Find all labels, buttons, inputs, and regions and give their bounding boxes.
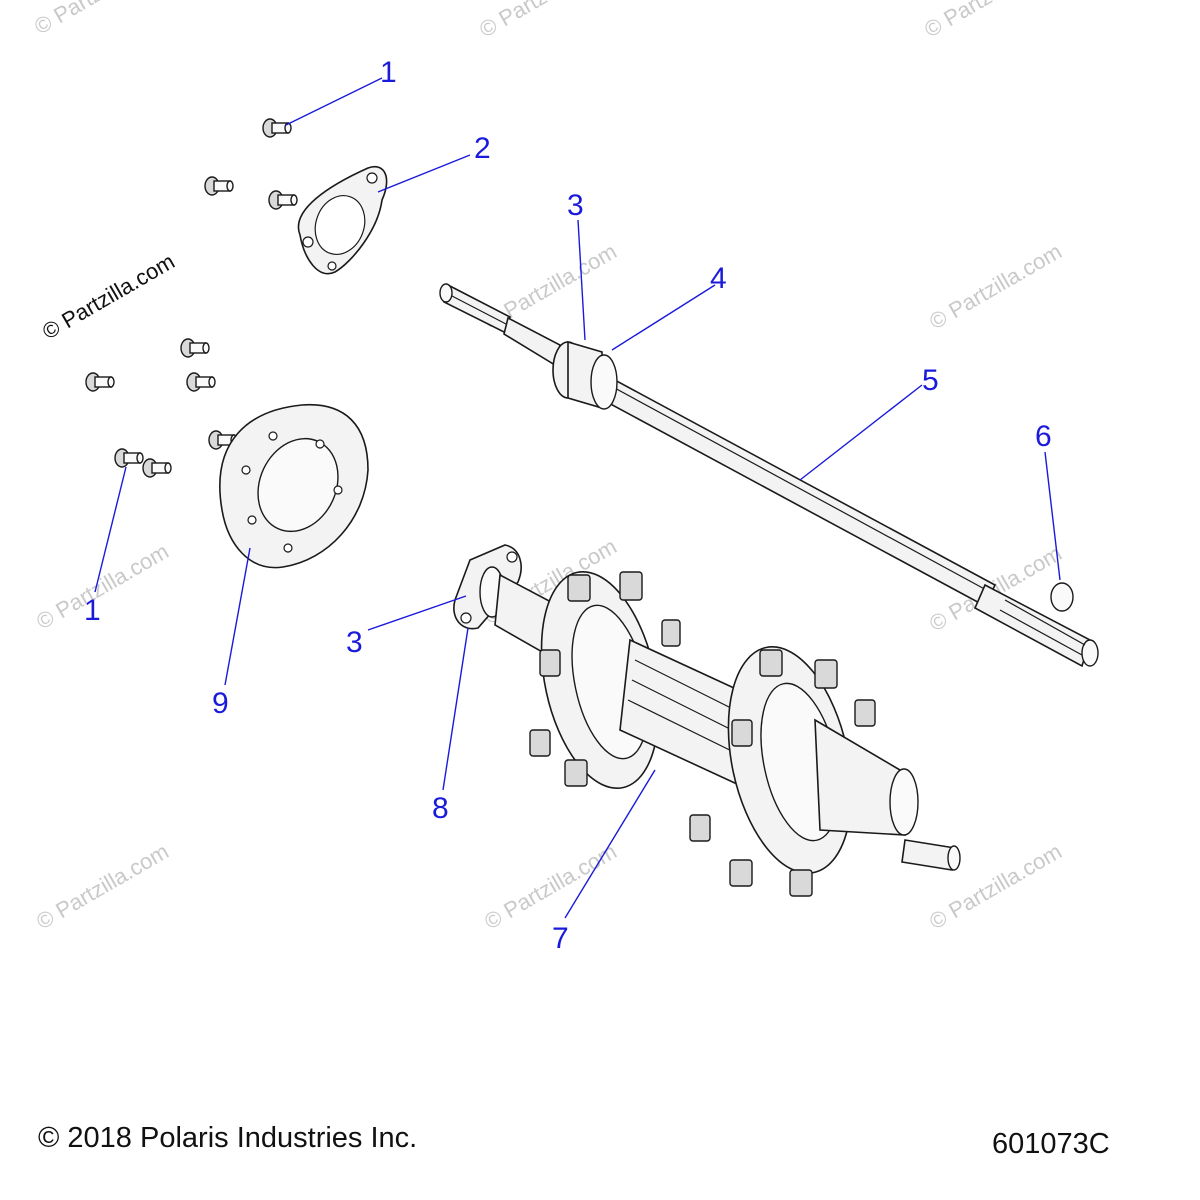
bolt xyxy=(204,176,234,196)
diagram-part-number: 601073C xyxy=(992,1128,1110,1160)
bolt xyxy=(142,458,172,478)
watermark: © Partzilla.com xyxy=(32,839,173,935)
leader-5 xyxy=(799,384,923,481)
shaft-bearing xyxy=(552,340,618,410)
callout-6: 6 xyxy=(1035,420,1052,453)
bolt xyxy=(262,118,292,138)
watermark: © Partzilla.com xyxy=(475,0,616,42)
callout-8: 8 xyxy=(432,792,449,825)
callout-3-top: 3 xyxy=(567,189,584,222)
leader-lines xyxy=(94,77,1061,919)
watermark-large: © Partzilla.com xyxy=(38,249,179,345)
copyright-notice: © 2018 Polaris Industries Inc. xyxy=(38,1122,418,1154)
watermark: © Partzilla.com xyxy=(480,839,621,935)
bolt-group-top xyxy=(204,118,298,210)
cover-plate xyxy=(219,404,369,569)
drive-assembly xyxy=(453,544,961,897)
leader-6 xyxy=(1044,451,1061,581)
callout-7: 7 xyxy=(552,922,569,955)
axle-shaft xyxy=(439,283,1099,668)
leader-7 xyxy=(564,769,656,919)
leader-1-bottom xyxy=(94,466,127,593)
bolt xyxy=(114,448,144,468)
leader-9 xyxy=(224,547,251,686)
bolt-group-bottom xyxy=(85,338,238,478)
callout-4: 4 xyxy=(710,262,727,295)
o-ring xyxy=(1050,582,1074,612)
bolt xyxy=(85,372,115,392)
bolt xyxy=(180,338,210,358)
leader-8 xyxy=(442,627,469,791)
callout-3-bottom: 3 xyxy=(346,626,363,659)
bolt xyxy=(186,372,216,392)
leader-1-top xyxy=(285,77,383,126)
callout-9: 9 xyxy=(212,687,229,720)
callout-1-bottom: 1 xyxy=(84,594,101,627)
bolt xyxy=(268,190,298,210)
callouts: 1 2 3 4 5 6 1 9 3 8 7 xyxy=(84,56,1052,955)
callout-2: 2 xyxy=(474,132,491,165)
callout-1-top: 1 xyxy=(380,56,397,89)
callout-5: 5 xyxy=(922,364,939,397)
watermark: © Partzilla.com xyxy=(30,0,171,39)
leader-2 xyxy=(377,154,471,193)
leader-3-bottom xyxy=(367,595,467,631)
leader-4 xyxy=(611,284,716,351)
watermark: © Partzilla.com xyxy=(32,539,173,635)
watermark: © Partzilla.com xyxy=(925,239,1066,335)
leader-3-top xyxy=(577,219,586,341)
flange-gasket xyxy=(297,165,388,275)
watermark: © Partzilla.com xyxy=(920,0,1061,42)
